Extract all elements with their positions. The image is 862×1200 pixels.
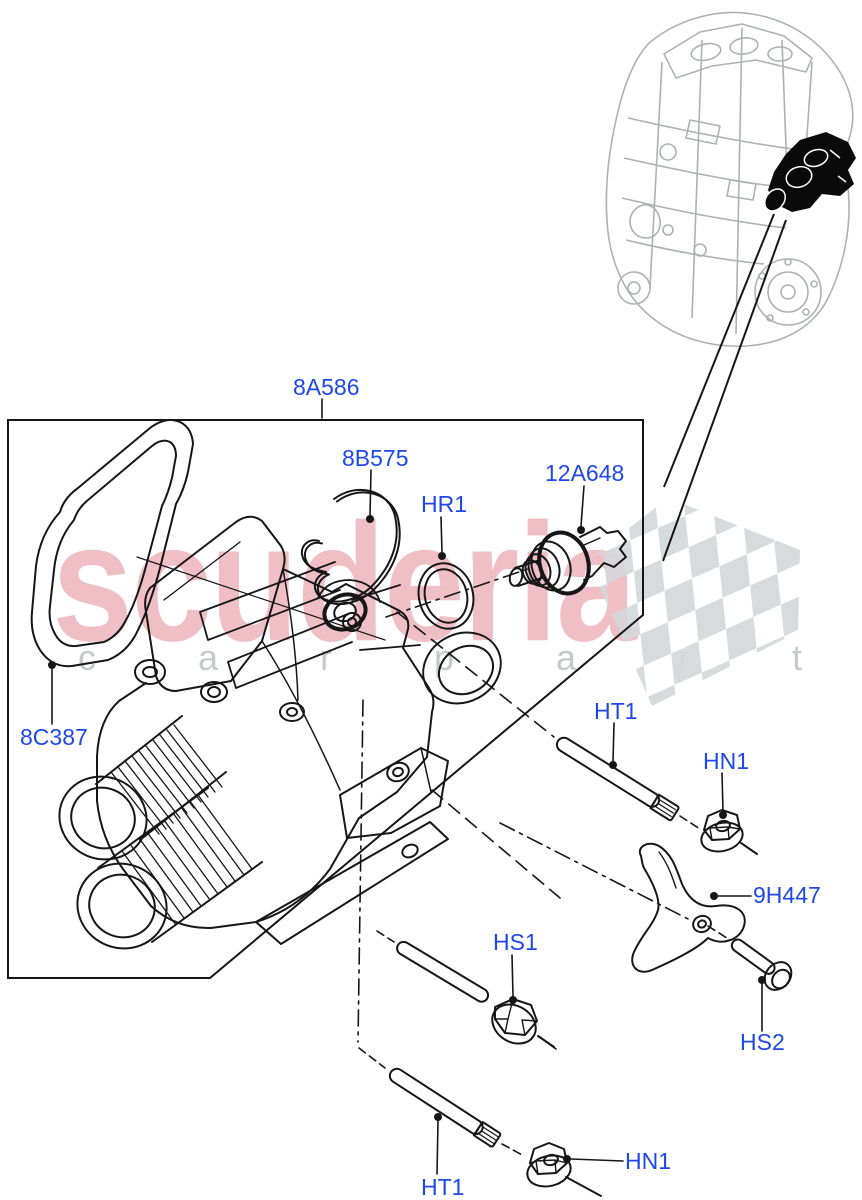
sensor-drawing [508, 526, 627, 596]
part-callout-9h447: 9H447 [753, 882, 821, 908]
part-callout-hn1-upper: HN1 [703, 748, 750, 774]
gasket-drawing [30, 419, 194, 668]
bolt-hs2-drawing [730, 938, 793, 991]
nut-hn1-upper-drawing [700, 809, 758, 855]
engine-overview-art [605, 11, 854, 348]
part-callout-8a586: 8A586 [293, 374, 360, 400]
magnifier-leader-lines [662, 213, 787, 562]
o-ring-drawing [417, 562, 475, 630]
part-callout-ht1-lower: HT1 [421, 1174, 465, 1200]
highlighted-component [764, 132, 856, 212]
part-callout-hs2: HS2 [740, 1029, 785, 1055]
stud-ht1-upper-drawing [555, 736, 680, 822]
clip-drawing [300, 489, 401, 605]
thermostat-housing-drawing [58, 515, 502, 950]
stud-ht1-lower-drawing [388, 1067, 502, 1148]
callout-leader-lines [51, 398, 763, 1175]
detail-box-outline [7, 419, 644, 979]
part-callout-hr1: HR1 [421, 491, 468, 517]
callout-dots [48, 515, 766, 1163]
part-callout-ht1-upper: HT1 [594, 698, 638, 724]
part-callout-hn1-lower: HN1 [625, 1148, 672, 1174]
checker-flag-watermark [588, 498, 800, 706]
part-callout-hs1: HS1 [493, 929, 538, 955]
bolt-hs1-drawing [396, 940, 555, 1048]
nut-hn1-lower-drawing [526, 1142, 602, 1197]
assembly-axis-lines [357, 568, 731, 1157]
part-callout-8c387: 8C387 [20, 724, 88, 750]
part-callout-8b575: 8B575 [342, 445, 409, 471]
part-callout-12a648: 12A648 [545, 460, 625, 486]
bracket-9h447-drawing [631, 842, 746, 973]
